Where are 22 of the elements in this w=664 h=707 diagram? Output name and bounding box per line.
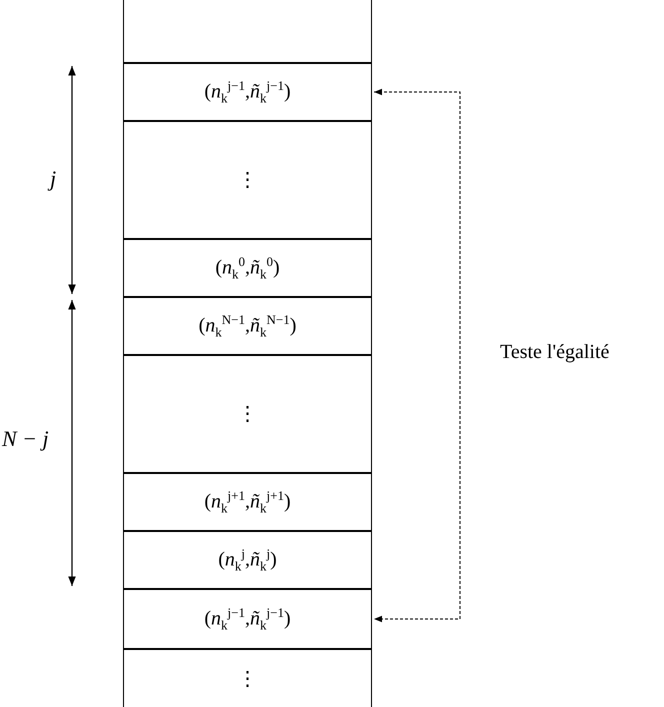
cell-text: (n$_{k}$$^{j−1}$,ñ$_{k}$$^{j−1}$) [204,606,291,632]
cell-text: (n$_{k}$$^{j+1}$,ñ$_{k}$$^{j+1}$) [204,488,291,516]
stack-cell [123,0,372,63]
stack-cell [123,297,372,355]
stack-cell [123,589,372,649]
stack-cell [123,63,372,121]
cell-text: (n$_{k}$$^{j−1}$,ñ$_{k}$$^{j−1}$) [204,78,291,106]
dimension-label: j [50,166,56,192]
cell-text: (n$_{k}$$^{N−1}$,ñ$_{k}$$^{N−1}$) [198,312,296,340]
stack-cell [123,239,372,297]
stack-cell [123,649,372,707]
stack-cell [123,121,372,239]
cell-text: ⋮ [238,169,258,191]
stack-cell [123,355,372,473]
dimension-label: N − j [2,426,49,452]
cell-text: (n$_{k}$$^{0}$,ñ$_{k}$$^{0}$) [215,254,280,282]
cell-text: (n$_{k}$$^{j}$,ñ$_{k}$$^{j}$) [218,546,277,574]
stack-cell [123,531,372,589]
dashed-arrow [374,88,460,622]
cell-text: ⋮ [238,403,258,425]
stack-cell [123,473,372,531]
cell-text: ⋮ [238,668,258,690]
